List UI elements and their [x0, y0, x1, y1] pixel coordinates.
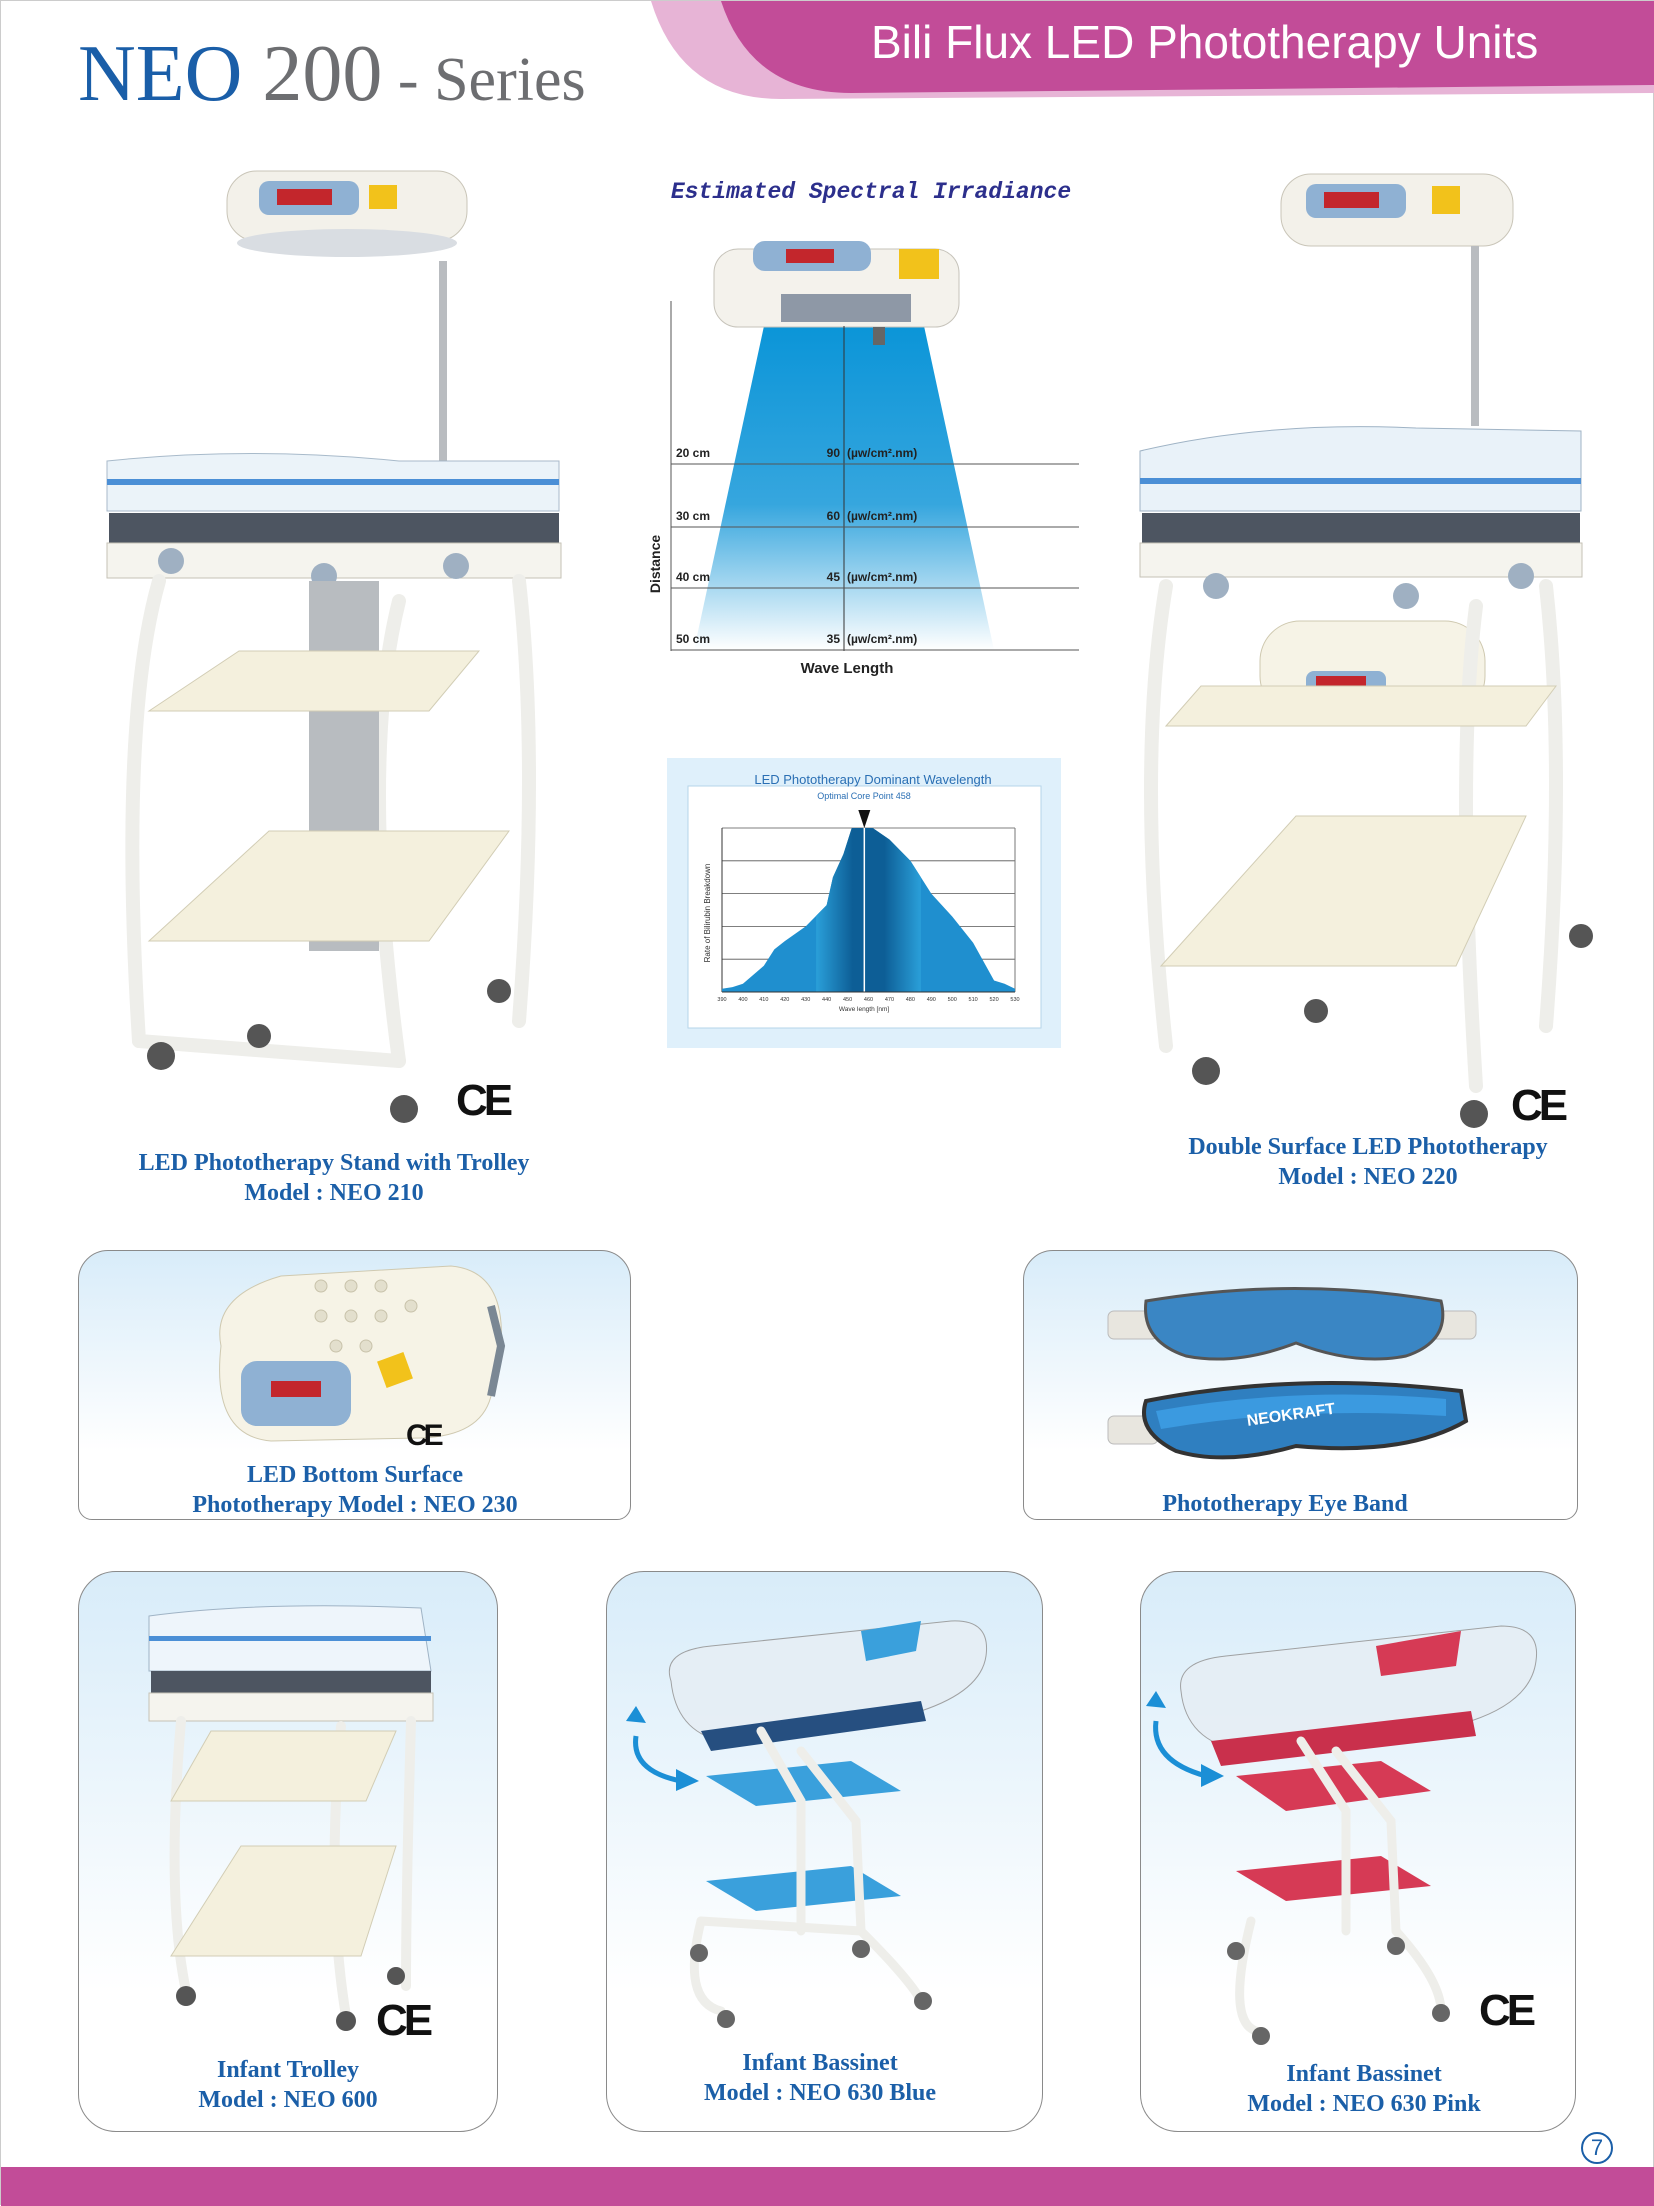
x-tick-label: 530 [1010, 997, 1019, 1003]
neo-220-image [1139, 173, 1593, 1128]
product-caption-neo-630-blue: Infant Bassinet Model : NEO 630 Blue [704, 2048, 936, 2108]
product-name: LED Bottom Surface [247, 1462, 463, 1488]
title-series: - Series [382, 46, 586, 114]
product-caption-eye-band: Phototherapy Eye Band [1162, 1489, 1407, 1519]
irradiance-value: 45 [827, 570, 841, 584]
product-model: Model : NEO 630 Pink [1247, 2091, 1481, 2117]
x-tick-label: 400 [738, 997, 747, 1003]
distance-axis-label: Distance [647, 535, 663, 594]
distance-label: 50 cm [676, 632, 710, 646]
distance-label: 40 cm [676, 570, 710, 584]
page-number: 7 [1581, 2132, 1613, 2164]
product-model: Model : NEO 600 [198, 2087, 378, 2113]
neo-630-pink-image [1146, 1625, 1538, 2045]
x-tick-label: 470 [885, 997, 894, 1003]
title-number: 200 [242, 30, 383, 118]
product-caption-neo-220: Double Surface LED Phototherapy Model : … [1188, 1132, 1547, 1192]
chart-title: LED Phototherapy Dominant Wavelength [754, 772, 991, 787]
distance-label: 30 cm [676, 509, 710, 523]
irradiance-value: 35 [827, 632, 841, 646]
lamp-head [713, 241, 960, 345]
product-caption-neo-630-pink: Infant Bassinet Model : NEO 630 Pink [1247, 2059, 1480, 2119]
product-model: Phototherapy Model : NEO 230 [192, 1492, 518, 1518]
title-neo: NEO [78, 30, 243, 118]
product-name: LED Phototherapy Stand with Trolley [138, 1150, 530, 1176]
product-name: Double Surface LED Phototherapy [1188, 1134, 1548, 1160]
x-tick-label: 460 [864, 997, 873, 1003]
irradiance-value: 90 [827, 446, 841, 460]
eye-band-image: NEOKRAFT [1107, 1287, 1477, 1460]
ce-mark: CE [376, 1996, 433, 2045]
neo-630-blue-image [626, 1620, 988, 2028]
chart-x-label: Wave length [nm] [839, 1006, 890, 1013]
chart-y-label: Rate of Bilirubin Breakdown [703, 864, 712, 963]
distance-label: 20 cm [676, 446, 710, 460]
chart-subtitle: Optimal Core Point 458 [817, 791, 911, 801]
irradiance-unit: (µw/cm².nm) [847, 446, 917, 460]
core-point-marker [858, 810, 871, 828]
footer-bar [1, 2167, 1654, 2206]
x-tick-label: 390 [717, 997, 726, 1003]
x-tick-label: 520 [989, 997, 998, 1003]
banner-title: Bili Flux LED Phototherapy Units [871, 16, 1539, 68]
irradiance-unit: (µw/cm².nm) [847, 570, 917, 584]
irradiance-title: Estimated Spectral Irradiance [671, 179, 1071, 205]
neo-600-image [148, 1605, 434, 2031]
product-caption-neo-600: Infant Trolley Model : NEO 600 [198, 2055, 377, 2115]
x-tick-label: 410 [759, 997, 768, 1003]
x-tick-label: 430 [801, 997, 810, 1003]
product-model: Model : NEO 630 Blue [704, 2080, 936, 2106]
product-model: Model : NEO 220 [1278, 1164, 1458, 1190]
irradiance-value: 60 [827, 509, 841, 523]
product-model: Model : NEO 210 [244, 1180, 424, 1206]
product-caption-neo-230: LED Bottom Surface Phototherapy Model : … [192, 1460, 517, 1520]
spectral-irradiance-diagram: Estimated Spectral Irradiance 20 cm 90 (µw… [647, 179, 1079, 677]
neo-230-image [219, 1265, 506, 1442]
ce-mark: CE [1479, 1986, 1536, 2035]
product-caption-neo-210: LED Phototherapy Stand with Trolley Mode… [139, 1148, 530, 1208]
wavelength-chart: LED Phototherapy Dominant Wavelength Opt… [667, 758, 1061, 1048]
neo-210-image [106, 170, 562, 1123]
ce-mark: CE [456, 1076, 513, 1125]
x-tick-label: 440 [822, 997, 831, 1003]
ce-mark: CE [406, 1419, 444, 1452]
irradiance-unit: (µw/cm².nm) [847, 632, 917, 646]
x-tick-label: 510 [969, 997, 978, 1003]
x-tick-label: 420 [780, 997, 789, 1003]
header-banner [651, 1, 1654, 99]
x-tick-label: 500 [948, 997, 957, 1003]
product-name: Infant Trolley [216, 2057, 360, 2083]
product-name: Phototherapy Eye Band [1162, 1491, 1408, 1517]
x-tick-label: 450 [843, 997, 852, 1003]
page-title: NEO 200 - Series [78, 29, 586, 120]
irradiance-unit: (µw/cm².nm) [847, 509, 917, 523]
product-name: Infant Bassinet [742, 2050, 898, 2076]
wavelength-axis-label: Wave Length [801, 660, 894, 677]
x-tick-label: 480 [906, 997, 915, 1003]
product-name: Infant Bassinet [1286, 2061, 1442, 2087]
x-tick-label: 490 [927, 997, 936, 1003]
ce-mark: CE [1511, 1081, 1568, 1130]
